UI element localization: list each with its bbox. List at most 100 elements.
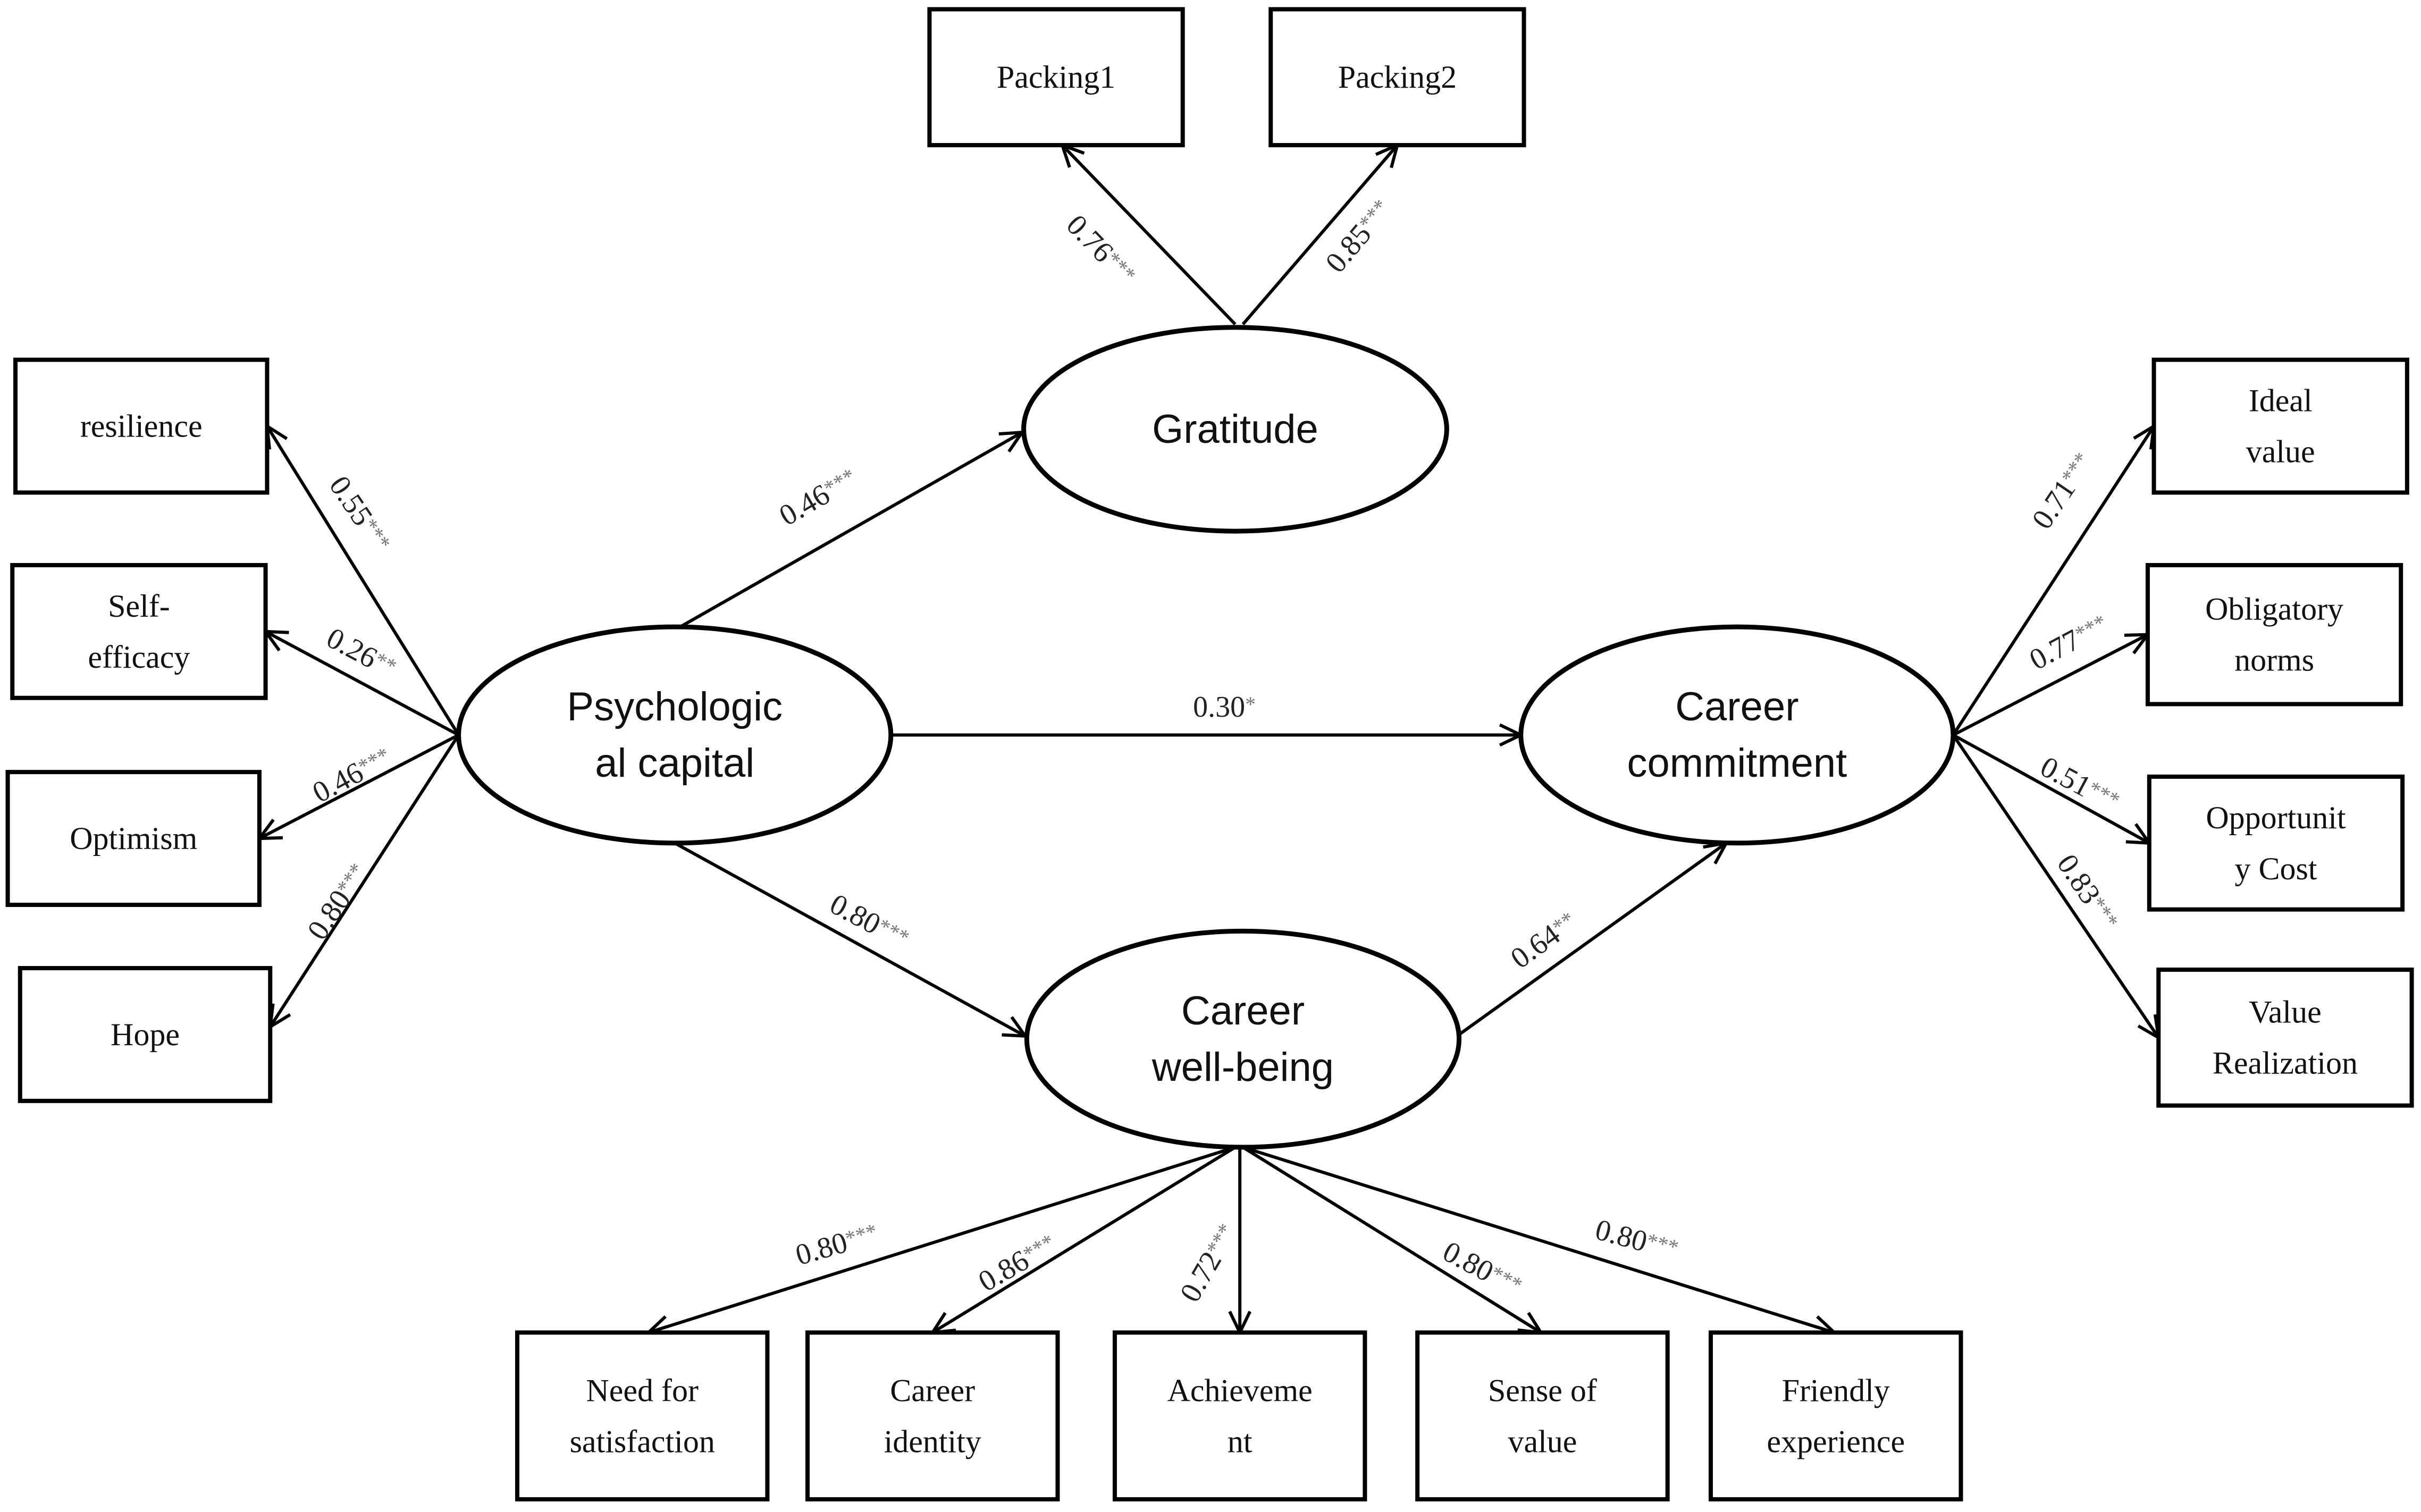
indicator-opportunity-cost: Opportunit y Cost: [2147, 774, 2405, 912]
indicator-opportunity-cost-box: [2147, 774, 2405, 912]
psycap-to-hope-arrowhead: [268, 1003, 291, 1030]
significance-marker: ***: [843, 1219, 880, 1250]
coefficient-value: 0.30: [1193, 691, 1245, 724]
indicator-hope-label-line-1: Hope: [111, 1017, 180, 1052]
indicator-resilience: resilience: [13, 357, 270, 495]
indicator-career-identity-label-line-1: Career: [890, 1373, 975, 1408]
wellbeing-to-sense-of-value-arrow: [1242, 1146, 1544, 1335]
wellbeing-to-need-for-satisfaction-arrow: [645, 1146, 1236, 1338]
indicator-sense-of-value-label-line-2: value: [1508, 1424, 1577, 1459]
indicator-obligatory-norms-label-line-1: Obligatory: [2205, 592, 2343, 627]
indicator-self-efficacy-box: [10, 562, 268, 700]
psycap-to-gratitude-arrow: [674, 430, 1025, 632]
indicator-optimism-label-line-1: Optimism: [70, 821, 197, 856]
significance-marker: *: [1245, 692, 1256, 716]
latent-psycap-label-line-2: al capital: [595, 741, 754, 786]
significance-marker: ***: [1644, 1228, 1682, 1259]
indicator-opportunity-cost-label-line-1: Opportunit: [2206, 800, 2346, 835]
indicator-value-realization-label-line-2: Realization: [2213, 1046, 2358, 1081]
commitment-to-obligatory-norms-coefficient: 0.77***: [2024, 608, 2114, 677]
gratitude-to-packing1-line: [1061, 144, 1237, 325]
wellbeing-to-achievement-coefficient: 0.72***: [1174, 1219, 1245, 1308]
indicator-achievement: Achieveme nt: [1112, 1330, 1367, 1502]
wellbeing-to-commitment-line: [1458, 842, 1727, 1036]
indicator-packing1-box: [927, 7, 1185, 148]
indicator-friendly-experience-label-line-2: experience: [1767, 1424, 1905, 1459]
latent-wellbeing-label-line-1: Career: [1181, 988, 1305, 1034]
psycap-to-resilience-coefficient: 0.55***: [323, 470, 397, 558]
indicator-resilience-label-line-1: resilience: [80, 409, 203, 444]
indicator-optimism-box: [5, 770, 262, 907]
psycap-to-gratitude-line: [674, 431, 1023, 632]
commitment-to-ideal-value-arrow: [1952, 423, 2156, 736]
psycap-to-resilience-arrow: [265, 423, 460, 736]
latent-gratitude-ellipse: [1021, 325, 1449, 534]
commitment-to-ideal-value-coefficient: 0.71***: [2025, 447, 2100, 535]
coefficient-value: 0.80: [1592, 1213, 1651, 1258]
wellbeing-to-career-identity-line: [931, 1146, 1237, 1334]
indicator-achievement-label-line-1: Achieveme: [1167, 1373, 1313, 1408]
indicator-sense-of-value-label-line-1: Sense of: [1488, 1373, 1597, 1408]
commitment-to-ideal-value-arrowhead: [2133, 423, 2156, 450]
indicator-hope: Hope: [18, 966, 273, 1103]
wellbeing-to-career-identity-arrowhead: [929, 1312, 956, 1335]
indicator-ideal-value-box: [2151, 357, 2409, 495]
indicator-packing2-label-line-1: Packing2: [1338, 60, 1457, 95]
indicator-packing2-box: [1268, 7, 1526, 148]
psycap-to-gratitude-coefficient: 0.46***: [774, 462, 863, 533]
indicator-need-for-satisfaction-label-line-1: Need for: [586, 1373, 699, 1408]
indicator-career-identity-label-line-2: identity: [884, 1424, 981, 1459]
indicator-opportunity-cost-label-line-2: y Cost: [2234, 851, 2317, 886]
latent-wellbeing-ellipse: [1024, 928, 1462, 1150]
indicator-obligatory-norms: Obligatory norms: [2145, 562, 2403, 707]
indicator-value-realization-label-line-1: Value: [2249, 995, 2322, 1030]
wellbeing-to-sense-of-value-coefficient: 0.80***: [1438, 1235, 1527, 1304]
psycap-to-commitment-arrow: [890, 723, 1525, 747]
psycap-to-hope-line: [268, 734, 460, 1028]
commitment-to-ideal-value-line: [1952, 425, 2156, 736]
psycap-to-commitment-coefficient: 0.30*: [1193, 691, 1256, 724]
indicator-packing1: Packing1: [927, 7, 1185, 148]
indicator-obligatory-norms-label-line-2: norms: [2234, 643, 2314, 678]
psycap-to-resilience-arrowhead: [265, 423, 288, 450]
psycap-to-optimism-line: [258, 733, 459, 840]
indicator-obligatory-norms-box: [2145, 562, 2403, 707]
latent-wellbeing-label-line-2: well-being: [1151, 1045, 1334, 1090]
wellbeing-to-sense-of-value-line: [1242, 1146, 1542, 1334]
indicator-value-realization-box: [2156, 967, 2414, 1108]
indicator-achievement-label-line-2: nt: [1228, 1424, 1252, 1459]
indicator-self-efficacy: Self-efficacy: [10, 562, 268, 700]
indicator-career-identity-box: [805, 1330, 1060, 1502]
wellbeing-to-need-for-satisfaction-line: [648, 1146, 1236, 1334]
gratitude-to-packing2-line: [1241, 144, 1399, 325]
wellbeing-to-friendly-experience-coefficient: 0.80***: [1592, 1213, 1682, 1267]
wellbeing-to-commitment-arrow: [1458, 841, 1729, 1036]
commitment-to-opportunity-cost-coefficient: 0.51***: [2035, 750, 2125, 819]
gratitude-to-packing2-coefficient: 0.85***: [1319, 194, 1398, 279]
wellbeing-to-commitment-arrowhead: [1703, 841, 1729, 864]
psycap-to-wellbeing-line: [674, 842, 1026, 1038]
wellbeing-to-achievement-arrow: [1228, 1147, 1252, 1337]
indicator-career-identity: Career identity: [805, 1330, 1060, 1502]
gratitude-to-packing1-coefficient: 0.76***: [1060, 208, 1142, 292]
psycap-to-wellbeing-arrow: [674, 842, 1029, 1038]
coefficient-value: 0.80: [792, 1226, 851, 1272]
latent-commitment-label-line-1: Career: [1675, 684, 1798, 729]
wellbeing-to-friendly-experience-line: [1242, 1146, 1835, 1334]
indicator-achievement-box: [1112, 1330, 1367, 1502]
indicator-packing1-label-line-1: Packing1: [997, 60, 1115, 95]
indicator-need-for-satisfaction-box: [515, 1330, 770, 1502]
indicator-friendly-experience-box: [1709, 1330, 1963, 1502]
latent-commitment-ellipse: [1518, 624, 1956, 846]
latent-gratitude: Gratitude: [1021, 325, 1449, 534]
indicator-sense-of-value-box: [1415, 1330, 1670, 1502]
commitment-to-obligatory-norms-line: [1952, 633, 2149, 737]
wellbeing-to-career-identity-arrow: [929, 1146, 1237, 1335]
commitment-to-opportunity-cost-line: [1952, 733, 2150, 845]
